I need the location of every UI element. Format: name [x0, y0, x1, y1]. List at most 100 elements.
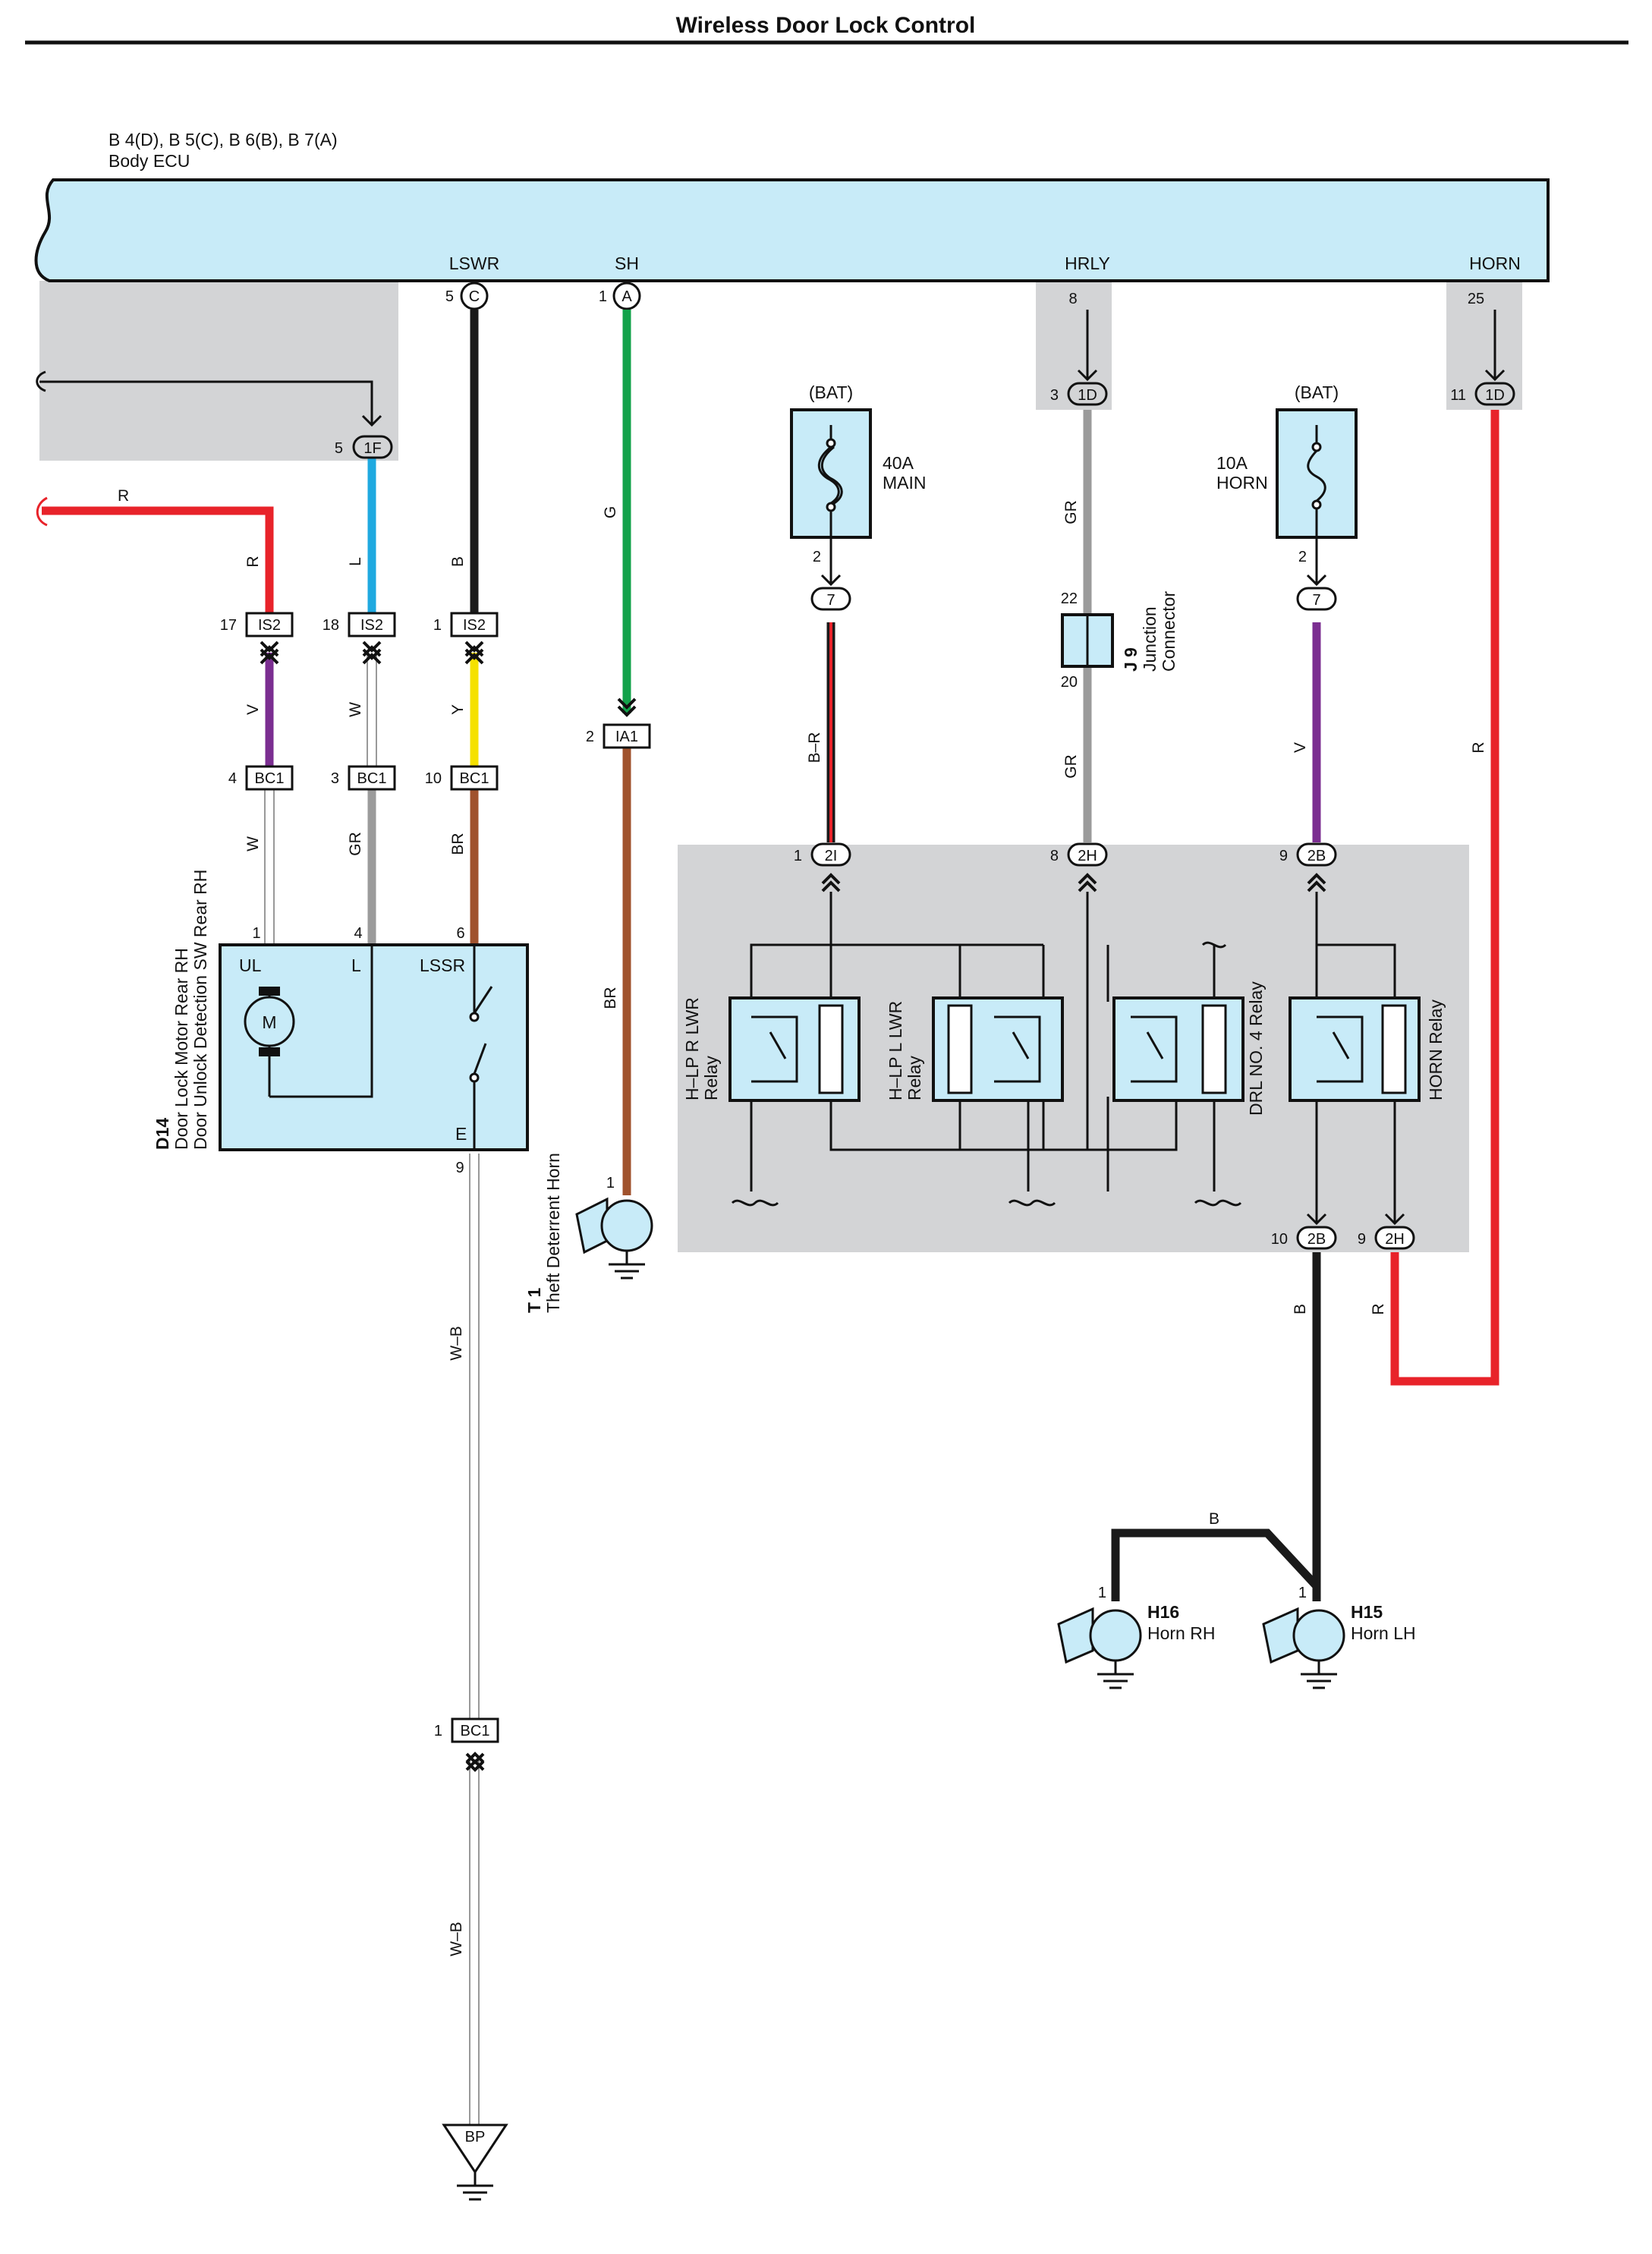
- pin-1f: 5: [335, 440, 343, 457]
- pin-sh: 1: [599, 288, 607, 305]
- svg-text:40A: 40A: [883, 453, 914, 473]
- svg-text:2B: 2B: [1307, 848, 1326, 864]
- conn-1d-hrly: 1D 3: [1050, 382, 1108, 406]
- bp-ground: BP: [442, 2123, 508, 2201]
- body-ecu: B 4(D), B 5(C), B 6(B), B 7(A) Body ECU …: [34, 130, 1550, 282]
- d14-line1: Door Lock Motor Rear RH: [171, 948, 191, 1150]
- svg-text:W: W: [347, 702, 364, 717]
- svg-text:10: 10: [1271, 1231, 1288, 1248]
- svg-text:BC1: BC1: [461, 1723, 490, 1739]
- svg-text:4: 4: [354, 925, 362, 942]
- svg-text:V: V: [1292, 742, 1309, 753]
- svg-text:E: E: [455, 1124, 467, 1144]
- svg-text:BC1: BC1: [255, 770, 285, 787]
- pin-hrly-1d: 3: [1050, 387, 1059, 404]
- svg-text:2: 2: [813, 549, 821, 565]
- horn-h15: 1 H15 Horn LH: [1262, 1585, 1416, 1689]
- svg-text:2H: 2H: [1385, 1231, 1405, 1248]
- fuse-main: (BAT) 40A MAIN 2 7: [790, 382, 927, 611]
- conn-a: A: [621, 288, 632, 305]
- svg-text:W–B: W–B: [448, 1922, 465, 1957]
- svg-text:20: 20: [1061, 674, 1078, 691]
- svg-text:B–R: B–R: [806, 732, 823, 763]
- svg-text:10: 10: [425, 770, 442, 787]
- svg-text:2: 2: [586, 729, 594, 745]
- svg-text:7: 7: [826, 592, 835, 609]
- svg-text:R: R: [1370, 1303, 1387, 1314]
- svg-text:7: 7: [1312, 592, 1320, 609]
- svg-text:6: 6: [456, 925, 464, 942]
- svg-text:2B: 2B: [1307, 1231, 1326, 1248]
- svg-text:8: 8: [1050, 848, 1059, 864]
- svg-text:9: 9: [455, 1160, 464, 1176]
- terminal-horn: HORN: [1469, 253, 1521, 273]
- svg-text:1: 1: [433, 617, 442, 634]
- svg-text:H–LP R LWR: H–LP R LWR: [682, 997, 702, 1100]
- terminal-sh: SH: [615, 253, 639, 273]
- svg-text:1: 1: [1298, 1585, 1307, 1601]
- svg-text:Relay: Relay: [701, 1056, 721, 1100]
- svg-text:W: W: [244, 836, 262, 852]
- svg-text:B: B: [1292, 1304, 1309, 1314]
- svg-text:17: 17: [220, 617, 237, 634]
- svg-text:1: 1: [434, 1723, 442, 1739]
- conn-c: C: [469, 288, 480, 305]
- svg-text:9: 9: [1358, 1231, 1366, 1248]
- svg-text:M: M: [262, 1012, 276, 1032]
- svg-text:MAIN: MAIN: [883, 473, 927, 493]
- pin-horn-1d: 11: [1450, 387, 1466, 404]
- svg-text:R: R: [244, 556, 262, 567]
- svg-text:H–LP L LWR: H–LP L LWR: [886, 1001, 905, 1100]
- terminal-hrly: HRLY: [1065, 253, 1110, 273]
- svg-text:Relay: Relay: [905, 1056, 924, 1100]
- j9-junction-connector: 22 20 J 9 Junction Connector: [1061, 590, 1178, 691]
- svg-text:BC1: BC1: [460, 770, 489, 787]
- d14-code: D14: [153, 1118, 172, 1150]
- svg-text:L: L: [347, 557, 364, 566]
- is2-connectors: IS2 17 IS2 18 IS2 1: [220, 612, 499, 637]
- d14-line2: Door Unlock Detection SW Rear RH: [190, 870, 210, 1150]
- svg-text:G: G: [602, 506, 619, 518]
- svg-text:Horn RH: Horn RH: [1147, 1623, 1215, 1643]
- wire-labels: R R L B G V W Y W GR BR BR W–B W–B B–R G…: [118, 487, 1487, 1957]
- svg-text:IS2: IS2: [463, 617, 486, 634]
- svg-text:HORN: HORN: [1216, 473, 1268, 493]
- wire-label-r-top: R: [118, 487, 129, 505]
- pin-hrly: 8: [1068, 291, 1077, 307]
- svg-text:18: 18: [323, 617, 339, 634]
- svg-text:22: 22: [1061, 590, 1078, 607]
- svg-text:1: 1: [1098, 1585, 1106, 1601]
- svg-text:GR: GR: [347, 832, 364, 856]
- svg-text:R: R: [1470, 741, 1487, 753]
- svg-text:1D: 1D: [1485, 387, 1505, 404]
- d14-door-lock-motor: 1 4 6 UL L LSSR E 9 M D14 Door Lock Moto…: [153, 870, 529, 1176]
- svg-text:H15: H15: [1351, 1602, 1383, 1622]
- svg-text:V: V: [244, 704, 262, 715]
- svg-text:1: 1: [606, 1175, 615, 1192]
- pin-horn: 25: [1468, 291, 1484, 307]
- svg-text:BR: BR: [602, 987, 619, 1009]
- svg-text:9: 9: [1279, 848, 1288, 864]
- ecu-refs: B 4(D), B 5(C), B 6(B), B 7(A): [109, 130, 338, 150]
- terminal-lswr: LSWR: [449, 253, 499, 273]
- svg-text:Connector: Connector: [1159, 591, 1178, 672]
- svg-text:IS2: IS2: [258, 617, 281, 634]
- svg-text:1: 1: [252, 925, 260, 942]
- conn-1f: 1F 5: [335, 435, 393, 459]
- horn-h16: 1 H16 Horn RH: [1057, 1585, 1215, 1689]
- svg-text:1D: 1D: [1078, 387, 1097, 404]
- svg-text:GR: GR: [1062, 754, 1080, 779]
- svg-text:(BAT): (BAT): [809, 382, 853, 402]
- svg-text:DRL NO. 4 Relay: DRL NO. 4 Relay: [1246, 981, 1266, 1116]
- fuse-horn: (BAT) 10A HORN 2 7: [1216, 382, 1358, 611]
- conn-1d-horn: 1D 11: [1450, 382, 1515, 406]
- page-title: Wireless Door Lock Control: [676, 13, 976, 38]
- svg-text:Theft Deterrent Horn: Theft Deterrent Horn: [543, 1153, 563, 1313]
- conn-ia1: IA1 2: [586, 723, 651, 749]
- svg-text:10A: 10A: [1216, 453, 1248, 473]
- relays: H–LP R LWR Relay H–LP L LWR Relay DRL NO…: [682, 892, 1446, 1207]
- svg-text:J 9: J 9: [1121, 647, 1141, 672]
- svg-text:L: L: [351, 955, 361, 975]
- svg-text:IS2: IS2: [360, 617, 383, 634]
